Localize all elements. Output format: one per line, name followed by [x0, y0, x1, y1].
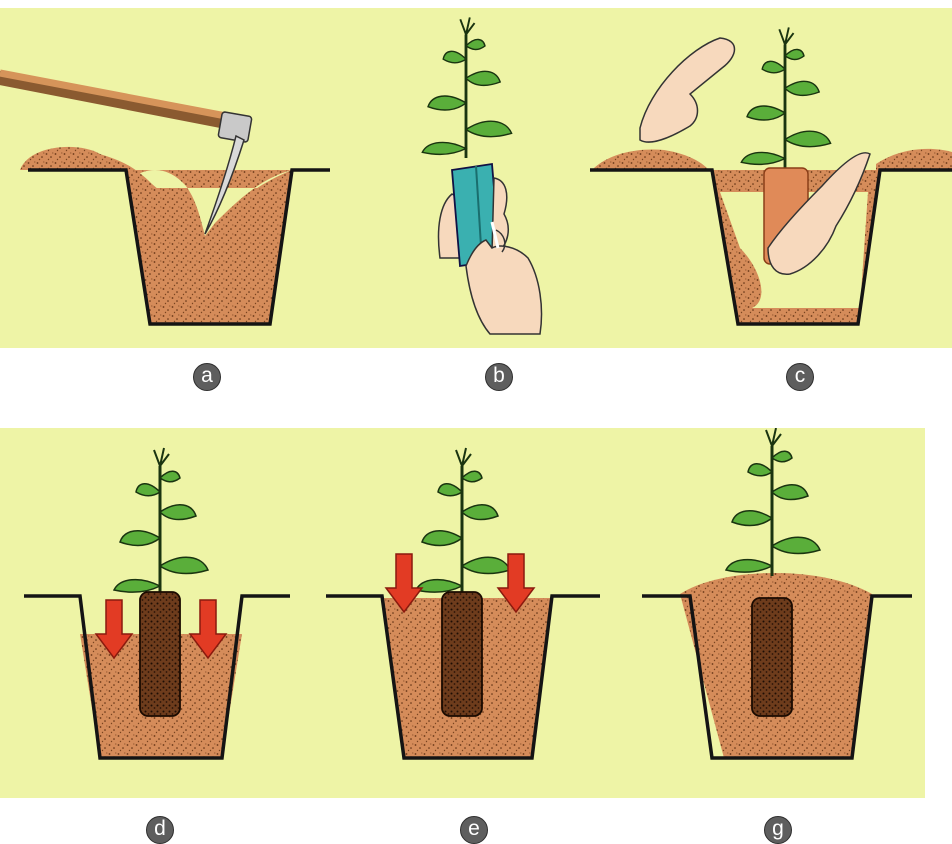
bottom-row-illustrations: [0, 428, 925, 798]
step-badge-g: g: [764, 816, 792, 844]
step-badge-d: d: [146, 816, 174, 844]
top-row-illustrations: [0, 8, 952, 348]
step-b-remove-sleeve-illustration: [422, 17, 541, 334]
step-badge-c: c: [786, 363, 814, 391]
step-d-partial-fill-illustration: [24, 448, 290, 758]
step-c-place-seedling-illustration: [590, 27, 952, 324]
bottom-panel-row: d e g: [0, 428, 925, 798]
step-g-mound-illustration: [642, 428, 912, 758]
step-e-full-fill-illustration: [326, 448, 600, 758]
step-badge-b: b: [485, 363, 513, 391]
step-a-dig-pit-illustration: [0, 73, 330, 324]
step-badge-a: a: [193, 363, 221, 391]
step-badge-e: e: [460, 816, 488, 844]
top-panel-row: a b c: [0, 8, 952, 348]
